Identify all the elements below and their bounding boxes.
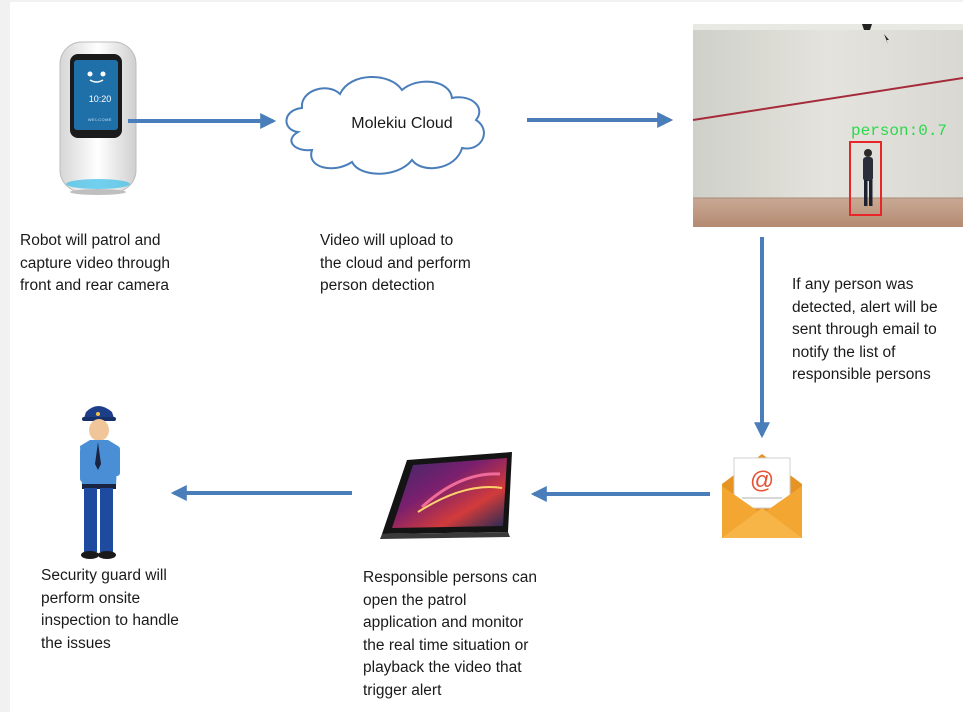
cloud-label: Molekiu Cloud: [351, 115, 453, 132]
caption-guard: Security guard will perform onsite inspe…: [41, 567, 179, 652]
caption-tablet: Responsible persons can open the patrol …: [363, 569, 538, 699]
detection-label: person:0.7: [851, 122, 948, 140]
robot-icon: [59, 41, 137, 195]
robot-screen-text: WELCOME: [87, 117, 113, 122]
caption-robot: Robot will patrol and capture video thro…: [20, 232, 170, 294]
diagram-graphics: @: [59, 24, 963, 559]
robot-screen-clock: 10:20: [88, 94, 112, 104]
caption-alert: If any person was detected, alert will b…: [792, 276, 938, 383]
svg-text:@: @: [750, 467, 774, 494]
tablet-icon: [380, 452, 512, 539]
camera-snapshot: [692, 24, 963, 227]
detection-box: [849, 141, 882, 216]
diagram-canvas: @: [10, 2, 963, 712]
detected-person: [863, 149, 873, 206]
cloud-icon: [285, 76, 485, 175]
email-icon: @: [722, 454, 802, 538]
caption-cloud: Video will upload to the cloud and perfo…: [320, 232, 471, 294]
security-guard-icon: [80, 406, 120, 559]
